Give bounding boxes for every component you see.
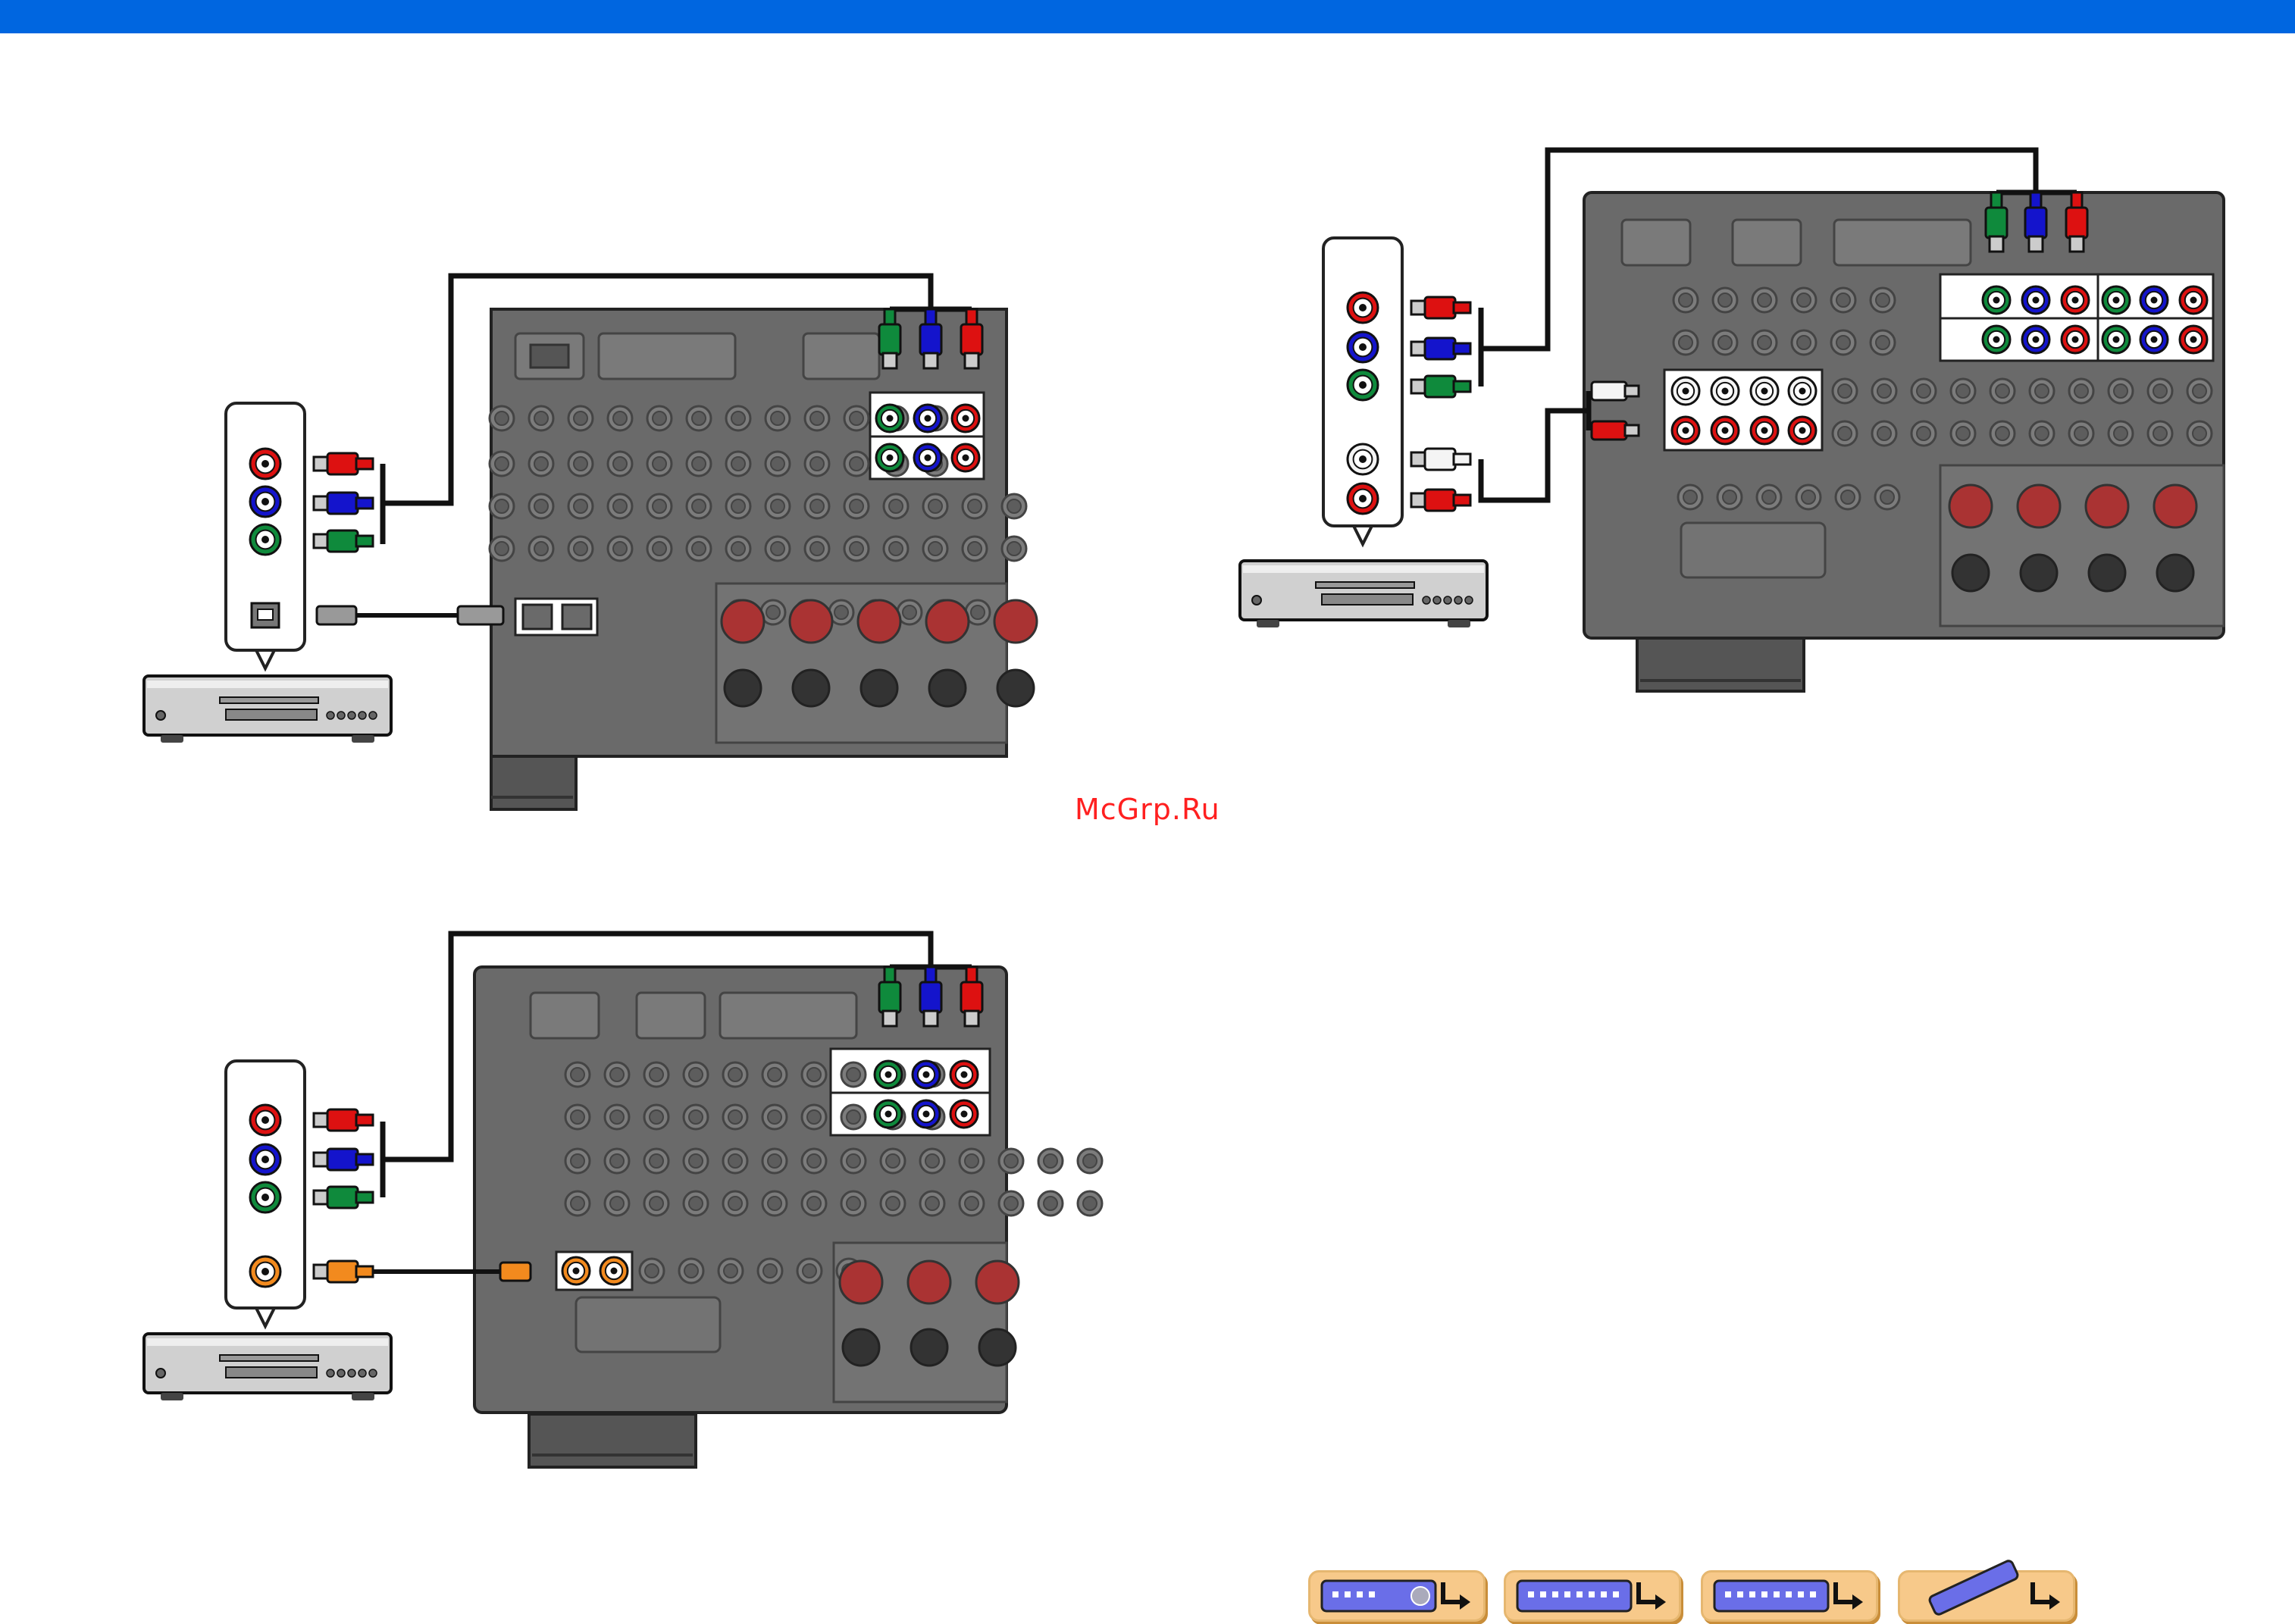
display-icon xyxy=(1714,1581,1863,1611)
remote-control-icon xyxy=(1928,1560,2060,1616)
rear-panel-icon xyxy=(1517,1581,1666,1611)
front-panel-icon xyxy=(1322,1581,1470,1611)
